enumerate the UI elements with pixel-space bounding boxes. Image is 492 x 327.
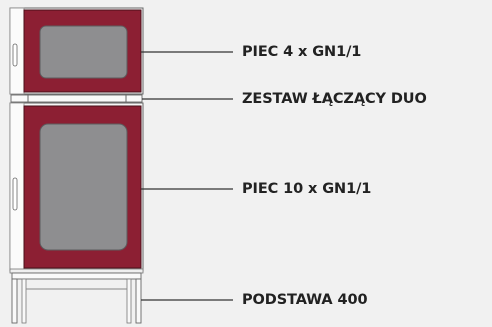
leader-lines bbox=[141, 51, 233, 301]
oven-bottom-glass bbox=[39, 123, 128, 251]
stand-leg-right-inner bbox=[126, 278, 132, 324]
label-oven-bottom: PIEC 10 x GN1/1 bbox=[242, 181, 372, 197]
stand-leg-left-outer bbox=[11, 278, 18, 324]
label-oven-top: PIEC 4 x GN1/1 bbox=[242, 44, 362, 60]
stand bbox=[11, 272, 142, 324]
label-stand: PODSTAWA 400 bbox=[242, 292, 368, 308]
oven-bottom bbox=[9, 102, 144, 274]
stand-top-rail bbox=[11, 272, 142, 280]
label-connector-kit: ZESTAW ŁĄCZĄCY DUO bbox=[242, 91, 427, 107]
stand-leg-right-outer bbox=[135, 278, 142, 324]
oven-bottom-base-trim bbox=[9, 268, 144, 274]
oven-top-handle bbox=[12, 43, 18, 67]
oven-top bbox=[9, 7, 144, 95]
oven-bottom-handle bbox=[12, 177, 18, 211]
connector-plate bbox=[10, 94, 143, 103]
stand-leg-left-inner bbox=[21, 278, 27, 324]
oven-top-glass bbox=[39, 25, 128, 79]
connector-kit bbox=[10, 94, 143, 103]
